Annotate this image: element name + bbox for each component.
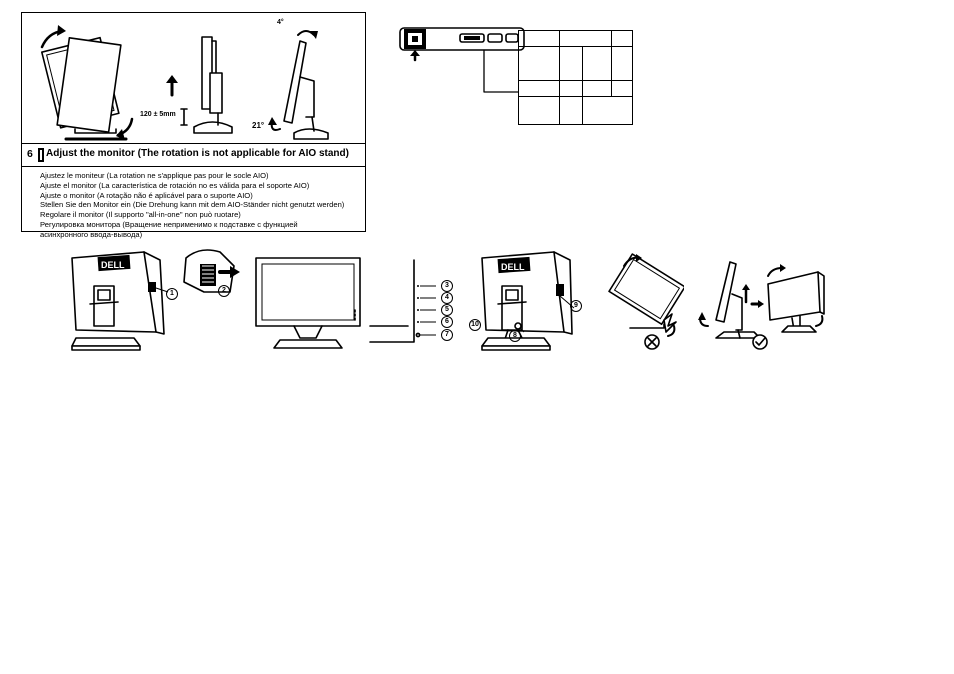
table-cell [611, 80, 633, 97]
table-cell [559, 46, 583, 81]
callout-6: 6 [441, 316, 453, 328]
rotation-correct-illustration [698, 261, 825, 350]
tilt-forward-label: 4° [277, 19, 284, 26]
translation-line: Ajuste o monitor (A rotação não é aplicá… [40, 190, 253, 200]
callout-9: 9 [570, 300, 582, 312]
translation-line: асинхронного ввода-вывода) [40, 229, 143, 239]
tilt-back-label: 21° [252, 121, 265, 130]
check-mark-icon [752, 334, 768, 350]
front-buttons-illustration [369, 259, 436, 343]
connector-table [518, 30, 633, 125]
translation-line: Regolare il monitor (Il supporto "all-in… [40, 210, 241, 220]
table-cell [582, 46, 612, 81]
monitor-front-illustration [255, 257, 361, 349]
cable-cover-removal-illustration: DELL [71, 249, 240, 351]
callout-3: 3 [441, 280, 453, 292]
height-adjust-illustration [166, 36, 233, 134]
callout-10: 10 [469, 319, 481, 331]
rear-ports-illustration: DELL [481, 251, 575, 351]
adjust-monitor-panel: 120 ± 5mm 4° 21° 6 Adjust the monitor (T… [21, 12, 366, 239]
translation-list: Ajustez le moniteur (La rotation ne s'ap… [40, 171, 365, 240]
height-adjust-icon [38, 148, 44, 162]
table-cell [518, 80, 560, 97]
dell-logo: DELL [101, 260, 125, 270]
translation-line: Stellen Sie den Monitor ein (Die Drehung… [40, 200, 345, 210]
tilt-illustration [268, 30, 329, 140]
rotation-illustration [40, 25, 134, 141]
table-cell [559, 96, 583, 125]
callout-7: 7 [441, 329, 453, 341]
step-header: 6 Adjust the monitor (The rotation is no… [22, 143, 365, 167]
callout-1: 1 [166, 288, 178, 300]
table-cell [518, 46, 560, 81]
table-cell [518, 30, 560, 47]
translation-line: Ajustez le moniteur (La rotation ne s'ap… [40, 171, 269, 180]
callout-5: 5 [441, 304, 453, 316]
height-range-label: 120 ± 5mm [140, 111, 176, 118]
translation-line: Регулировка монитора (Вращение непримени… [40, 219, 298, 229]
table-cell [582, 96, 633, 125]
callout-8: 8 [509, 330, 521, 342]
table-cell [559, 30, 612, 47]
table-cell [611, 30, 633, 47]
table-cell [582, 80, 612, 97]
callout-4: 4 [441, 292, 453, 304]
step-number: 6 [27, 148, 33, 160]
rotation-wrong-illustration [608, 253, 684, 350]
table-cell [518, 96, 560, 125]
dell-logo: DELL [501, 262, 525, 272]
connector-panel-illustration [399, 27, 525, 93]
table-cell [559, 80, 583, 97]
callout-2: 2 [218, 285, 230, 297]
step-title: Adjust the monitor (The rotation is not … [46, 148, 349, 159]
table-cell [611, 46, 633, 81]
translation-line: Ajuste el monitor (La característica de … [40, 180, 310, 190]
